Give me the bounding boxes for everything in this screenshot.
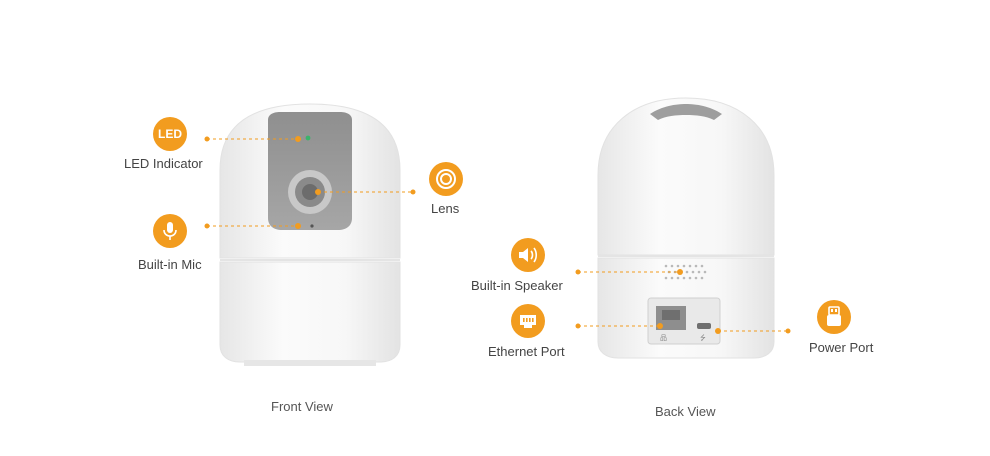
- built-in-mic-label: Built-in Mic: [138, 257, 202, 272]
- lens-icon: [429, 162, 463, 196]
- lens-label: Lens: [431, 201, 460, 216]
- svg-text:⭍: ⭍: [700, 334, 706, 342]
- back-view-label: Back View: [655, 404, 716, 419]
- built-in-speaker-label: Built-in Speaker: [471, 278, 563, 293]
- front-camera: [219, 103, 401, 366]
- microphone-icon: [153, 214, 187, 248]
- back-camera: 品 ⭍: [597, 97, 775, 359]
- front-view-label: Front View: [271, 399, 333, 414]
- ethernet-port-label: Ethernet Port: [488, 344, 565, 359]
- speaker-icon: [511, 238, 545, 272]
- led-badge-text: LED: [158, 127, 182, 141]
- led-indicator-label: LED Indicator: [124, 156, 203, 171]
- svg-text:品: 品: [660, 334, 667, 342]
- callout-leader-lines: [207, 138, 788, 332]
- power-port-label: Power Port: [809, 340, 874, 355]
- led-text-icon: LED: [153, 117, 187, 151]
- callout-dots: [204, 136, 791, 334]
- usb-plug-icon: [817, 300, 851, 334]
- ethernet-icon: [511, 304, 545, 338]
